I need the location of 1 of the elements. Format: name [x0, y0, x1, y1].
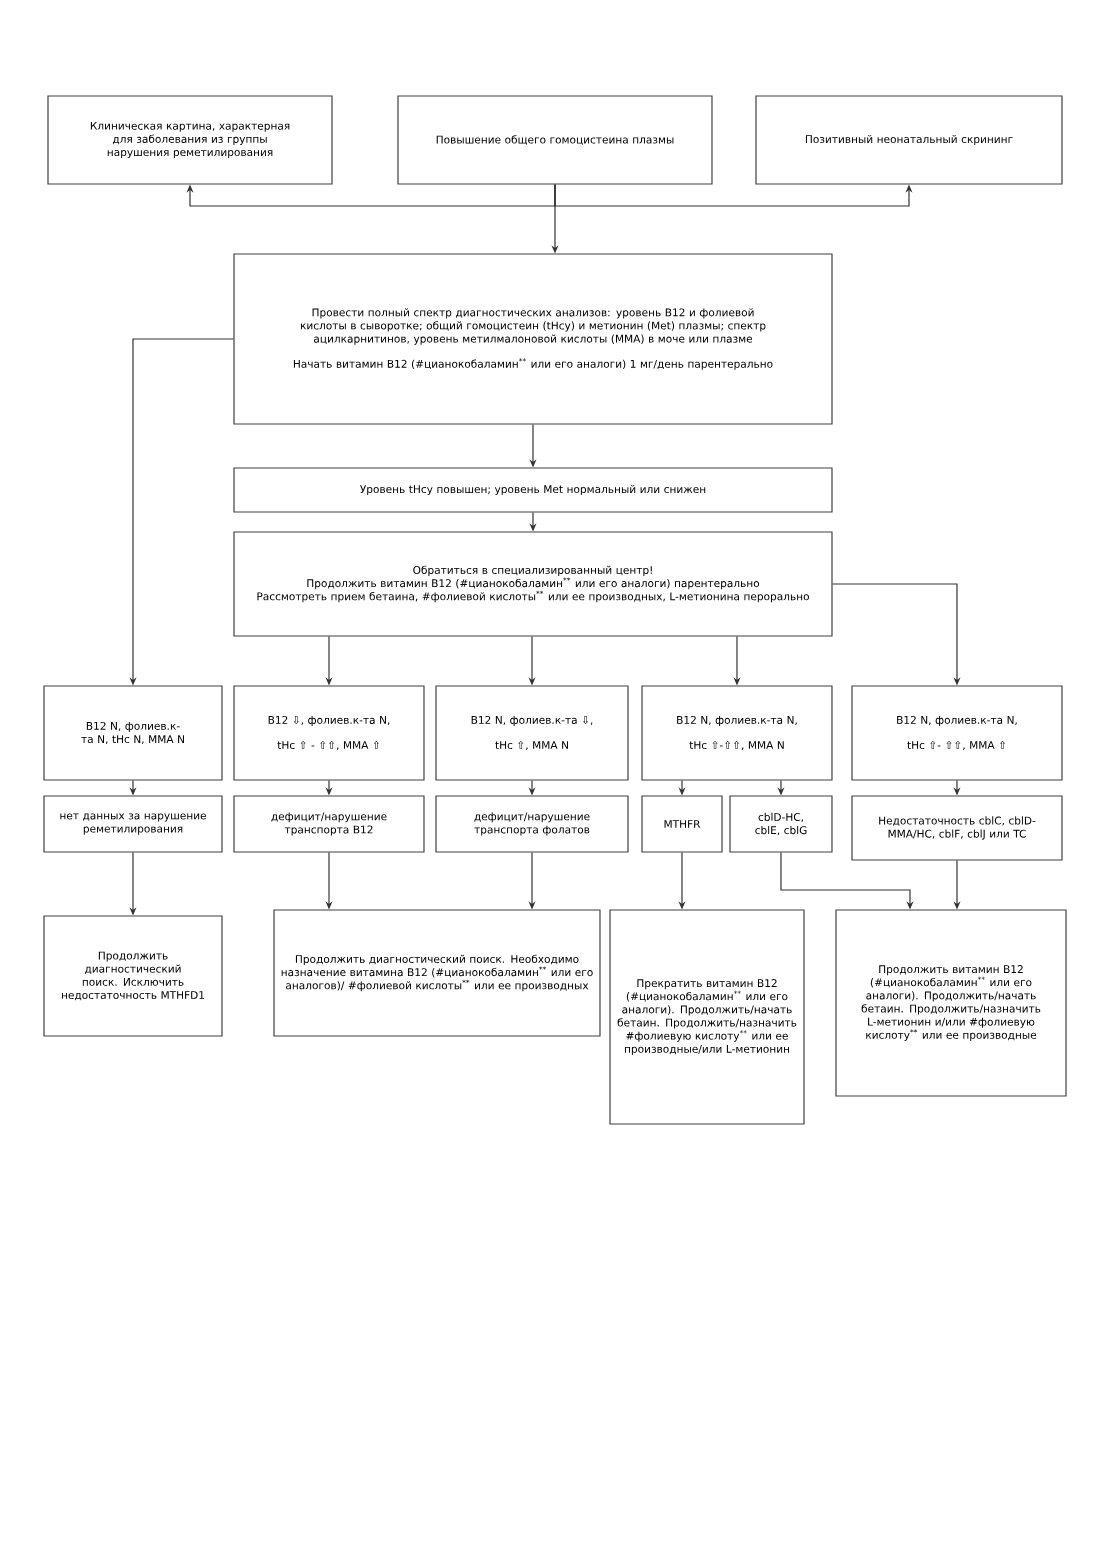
- arrow: [186, 184, 556, 207]
